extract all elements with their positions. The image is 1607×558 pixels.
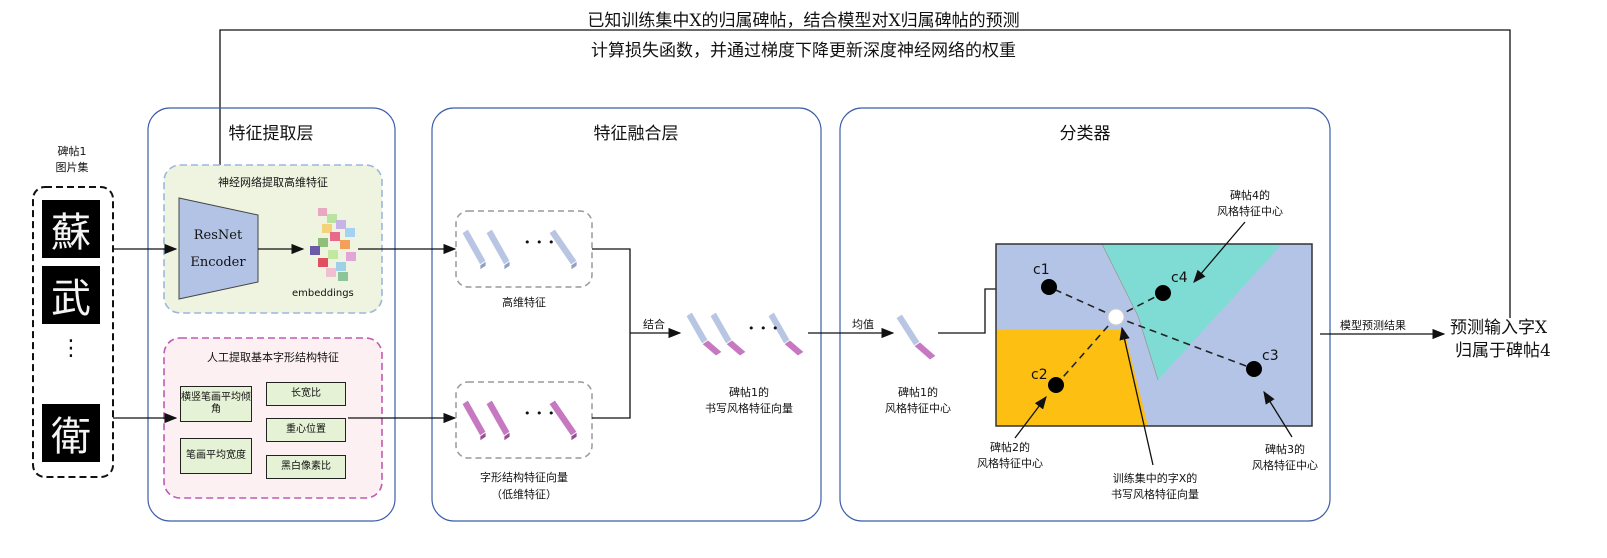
output-result-line2: 归属于碑帖4: [1455, 341, 1551, 361]
fused-label-line1: 碑帖1的: [729, 386, 769, 399]
input-label-line1: 碑帖1: [57, 145, 87, 158]
feedback-loop-line: [214, 29, 1511, 318]
center-label-line1: 碑帖1的: [898, 386, 938, 399]
note-x-line1: 训练集中的字X的: [1112, 472, 1198, 485]
highdim-slabs: [461, 228, 578, 271]
mean-label: 均值: [852, 318, 874, 331]
highdim-vector-box: [455, 210, 593, 288]
input-ellipsis: ⋮: [60, 336, 82, 361]
calligraphy-image-1: 蘇: [42, 200, 100, 258]
feature-stroke-angle: 横竖笔画平均倾角: [180, 386, 252, 422]
struct-vector-box: [455, 381, 593, 459]
point-c4: [1155, 285, 1171, 301]
feature-centroid: 重心位置: [266, 418, 346, 442]
point-c1: [1041, 279, 1057, 295]
center-slab: [895, 313, 937, 361]
combine-label: 结合: [643, 318, 665, 331]
resnet-encoder-shape: [178, 197, 259, 300]
fused-dots: • • •: [748, 322, 780, 335]
nn-box-title: 神经网络提取高维特征: [218, 176, 328, 189]
extraction-title: 特征提取层: [228, 124, 314, 144]
label-c2: c2: [1031, 367, 1048, 383]
note-c2-line2: 风格特征中心: [977, 457, 1043, 470]
note-c4-line2: 风格特征中心: [1217, 205, 1283, 218]
arrow-note-c4: [1193, 221, 1246, 283]
classifier-panel: [839, 107, 1331, 522]
calligraphy-image-3: 衛: [42, 404, 100, 462]
highdim-label: 高维特征: [502, 296, 546, 309]
note-c3-line1: 碑帖3的: [1265, 443, 1305, 456]
fusion-panel: [431, 107, 822, 522]
manual-box-title: 人工提取基本字形结构特征: [207, 351, 339, 364]
region-c2: [996, 330, 1148, 426]
arrow-note-x: [1119, 326, 1154, 466]
arrow-note-c3: [1263, 390, 1293, 438]
input-image-set-box: [32, 186, 114, 478]
struct-slabs: [461, 399, 578, 442]
note-c2-line1: 碑帖2的: [990, 441, 1030, 454]
point-c3: [1246, 361, 1262, 377]
fused-slabs: [685, 311, 805, 357]
resnet-label-line1: ResNet: [193, 228, 243, 243]
struct-label-line2: （低维特征）: [491, 488, 557, 501]
feature-aspect-ratio: 长宽比: [266, 382, 346, 406]
arrow-note-c2: [1014, 395, 1047, 439]
classifier-title: 分类器: [1059, 124, 1111, 144]
feedback-text-line1: 已知训练集中X的归属碑帖，结合模型对X归属碑帖的预测: [587, 11, 1020, 31]
label-c3: c3: [1262, 348, 1279, 364]
distance-lines: [1048, 286, 1255, 386]
feature-pixel-ratio: 黑白像素比: [266, 455, 346, 479]
note-c3-line2: 风格特征中心: [1252, 459, 1318, 472]
feedback-text-line2: 计算损失函数，并通过梯度下降更新深度神经网络的权重: [591, 41, 1016, 61]
output-result-line1: 预测输入字X: [1450, 318, 1548, 338]
fused-label-line2: 书写风格特征向量: [705, 402, 793, 415]
note-x-line2: 书写风格特征向量: [1111, 488, 1199, 501]
region-c4: [1102, 244, 1282, 380]
fusion-title: 特征融合层: [593, 124, 679, 144]
embeddings-label: embeddings: [292, 288, 354, 299]
voronoi-plot: [995, 243, 1313, 427]
highdim-dots: • • •: [524, 236, 556, 249]
resnet-label-line2: Encoder: [190, 255, 246, 270]
note-c4-line1: 碑帖4的: [1230, 189, 1270, 202]
input-label-line2: 图片集: [55, 161, 89, 174]
center-label-line2: 风格特征中心: [885, 402, 951, 415]
calligraphy-image-2: 武: [42, 266, 100, 324]
point-c2: [1048, 377, 1064, 393]
label-c4: c4: [1171, 270, 1188, 286]
point-x: [1107, 308, 1125, 326]
feature-stroke-width: 笔画平均宽度: [180, 438, 252, 474]
label-c1: c1: [1033, 262, 1050, 278]
struct-dots: • • •: [524, 407, 556, 420]
combine-bracket: [592, 248, 631, 419]
extraction-panel: [147, 107, 396, 522]
output-arrow-label: 模型预测结果: [1340, 319, 1406, 332]
embeddings-icon: [310, 208, 356, 281]
struct-label-line1: 字形结构特征向量: [480, 471, 568, 484]
